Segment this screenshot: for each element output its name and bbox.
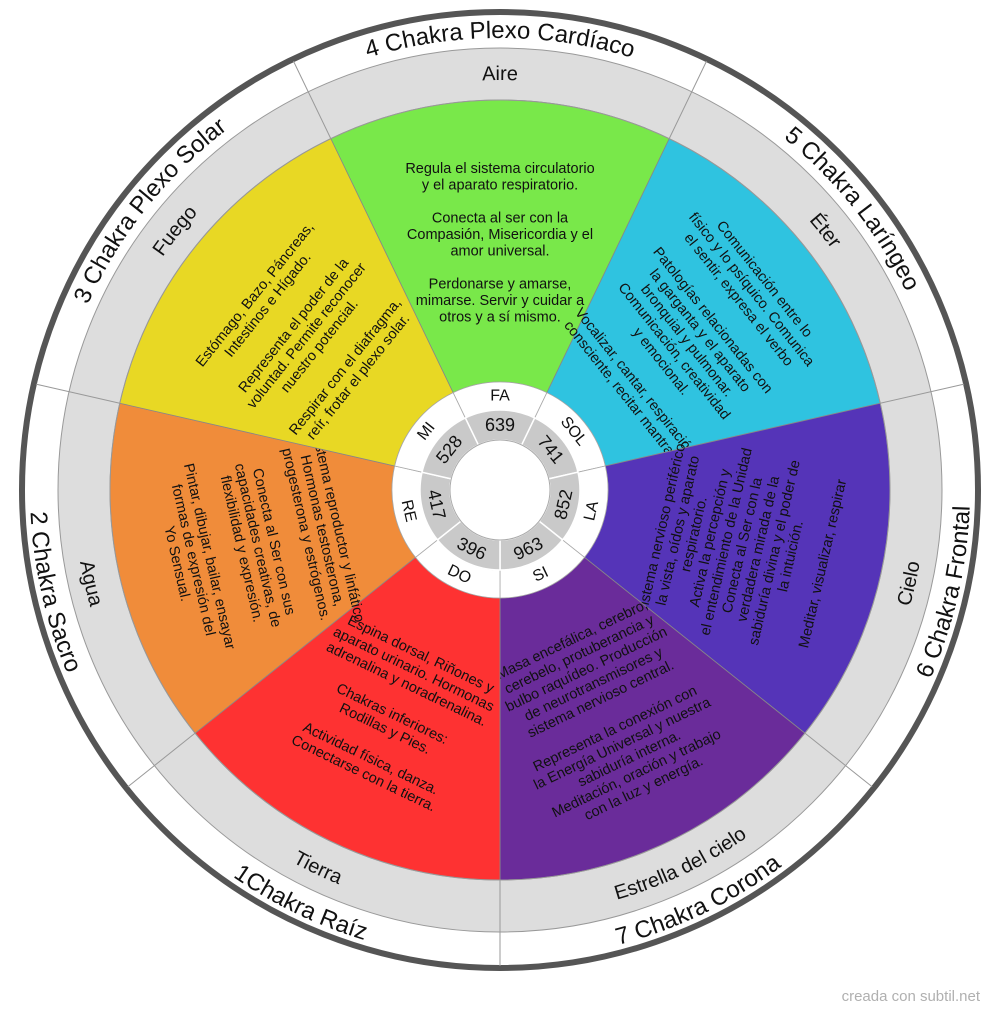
note-label-corona: SI [530,564,551,586]
sector-divider [35,383,120,404]
description-sacro: Sistema reproductor y linfáticoHormonas … [147,430,367,660]
frequency-label-cardiaco: 639 [485,415,515,435]
note-label-frontal: LA [581,499,602,522]
sector-divider [293,60,332,139]
note-label-cardiaco: FA [490,388,510,405]
band-inner-edge [109,99,891,881]
description-frontal: Sistema nervioso periférico,la vista, oí… [633,432,852,659]
sector-divider [127,732,196,788]
credit-text: creada con subtil.net [841,988,980,1005]
sector-divider [668,60,707,139]
sector-divider [880,383,965,404]
sector-divider [804,732,873,788]
center-hub [449,439,551,541]
note-label-sacro: RE [398,498,420,523]
